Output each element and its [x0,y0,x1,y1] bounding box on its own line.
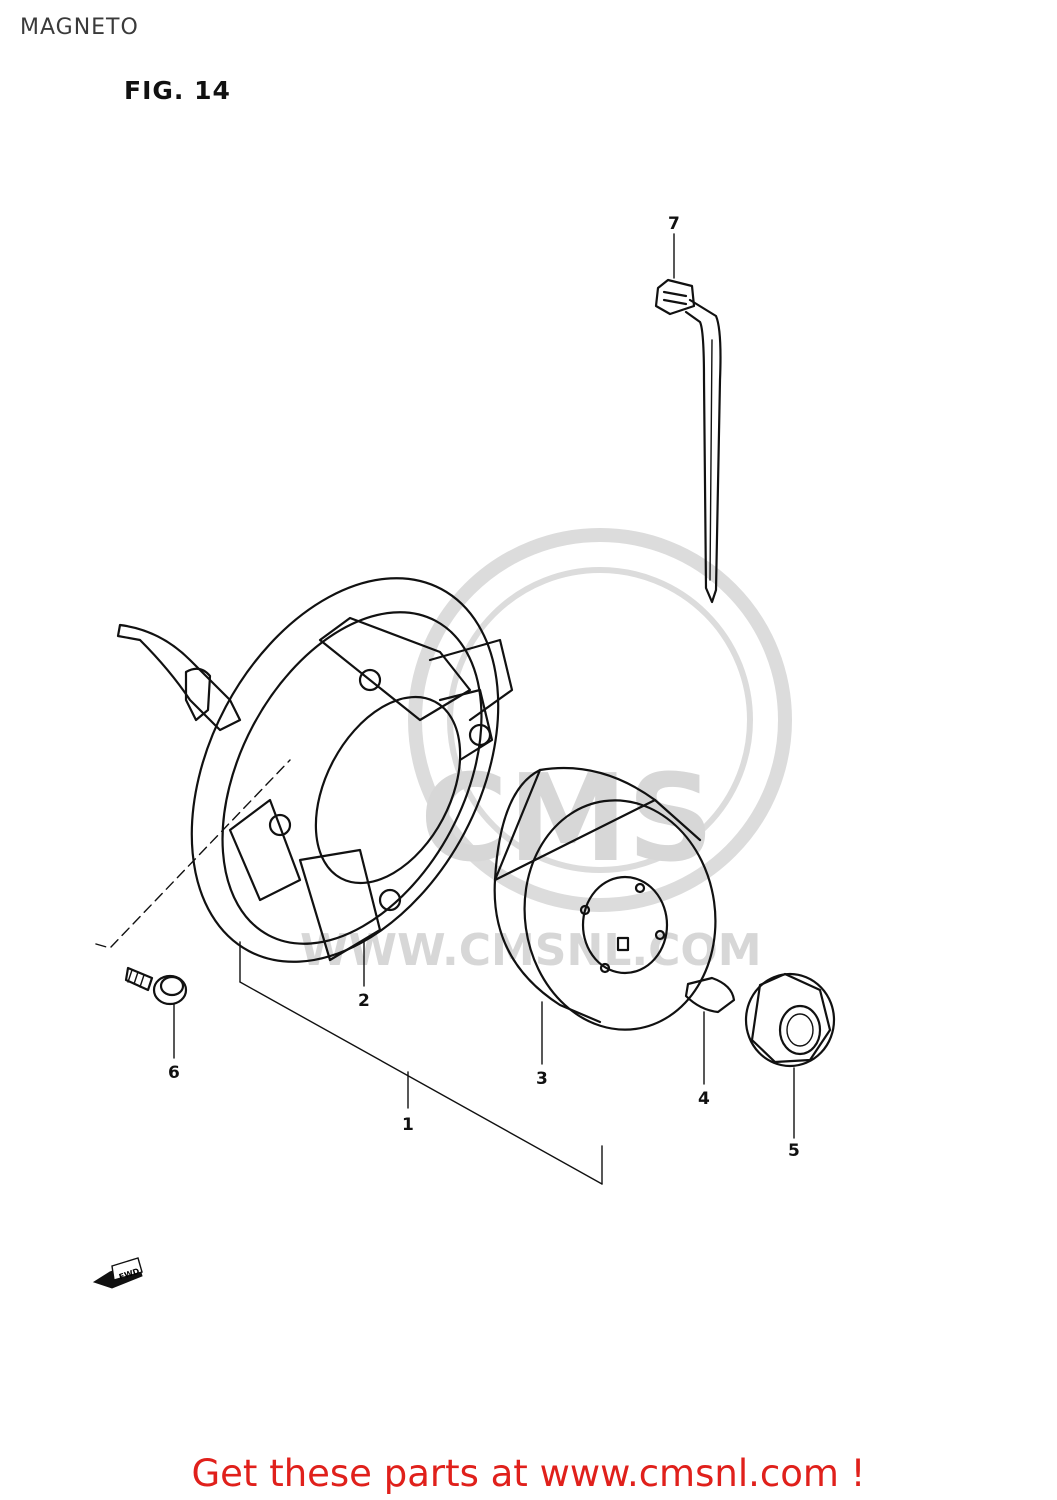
callout-3: 3 [536,1069,548,1089]
callout-5: 5 [788,1141,800,1161]
callout-2: 2 [358,991,370,1011]
callout-7: 7 [668,214,680,234]
screw-icon [124,966,188,1006]
nut-icon [744,972,836,1068]
rotor-icon [493,766,717,1031]
footer-promo-text: Get these parts at www.cmsnl.com ! [191,1452,866,1495]
fwd-arrow-icon: FWD [92,1257,143,1289]
callout-6: 6 [168,1063,180,1083]
figure-label: FIG. 14 [124,76,231,105]
callout-4: 4 [698,1089,710,1109]
callout-leader-lines [95,233,795,1185]
cable-tie-icon [654,278,722,604]
watermark-brand: CMS [420,750,714,889]
stator-icon [116,577,514,963]
callout-1: 1 [402,1115,414,1135]
woodruff-key-icon [684,976,736,1014]
callout-labels: 7 2 3 4 5 6 1 [168,214,800,1161]
page-title: MAGNETO [20,15,139,40]
